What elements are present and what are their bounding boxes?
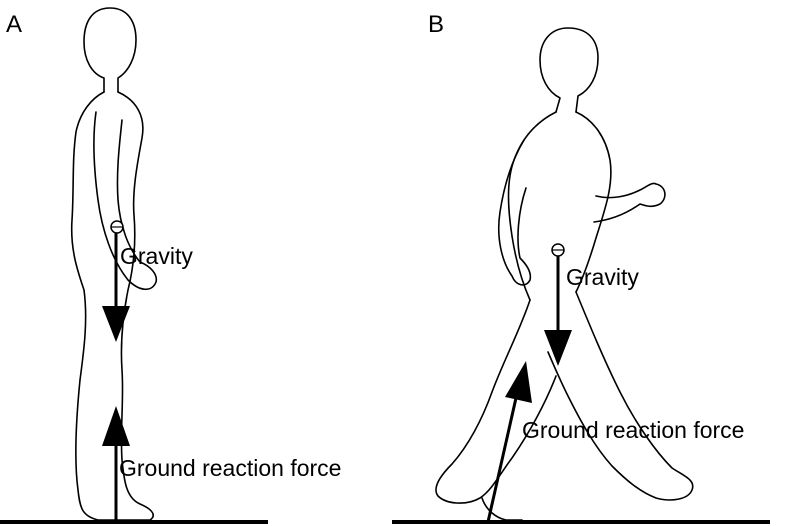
standing-figure-body <box>70 91 154 521</box>
ground-reaction-label-a: Ground reaction force <box>119 455 341 481</box>
panel-a-letter: A <box>6 11 22 38</box>
walking-figure-torso <box>507 111 612 301</box>
walking-figure-head <box>539 27 599 113</box>
ground-reaction-label-b: Ground reaction force <box>522 417 744 443</box>
standing-figure-arm <box>93 111 158 291</box>
ground-reaction-arrow-a <box>102 406 130 520</box>
gravity-label-b: Gravity <box>566 264 639 290</box>
standing-figure <box>70 7 158 521</box>
panel-b: B Gravity Ground reaction force <box>392 11 770 524</box>
gravity-label-a: Gravity <box>120 243 193 269</box>
walking-figure <box>435 27 694 521</box>
panel-a: A Gravity Ground reaction force <box>0 7 341 524</box>
gravity-arrow-a <box>102 233 130 342</box>
walking-figure-back-leg <box>435 299 557 504</box>
walking-figure-front-leg <box>547 291 694 501</box>
gravity-arrow-b <box>544 256 572 366</box>
ground-reaction-arrow-b <box>486 361 532 523</box>
walking-figure-back-arm <box>497 139 532 286</box>
panel-b-letter: B <box>428 11 444 38</box>
walking-figure-front-arm <box>593 182 666 223</box>
standing-figure-head <box>83 7 137 93</box>
walking-figure-stance-foot <box>481 497 523 521</box>
